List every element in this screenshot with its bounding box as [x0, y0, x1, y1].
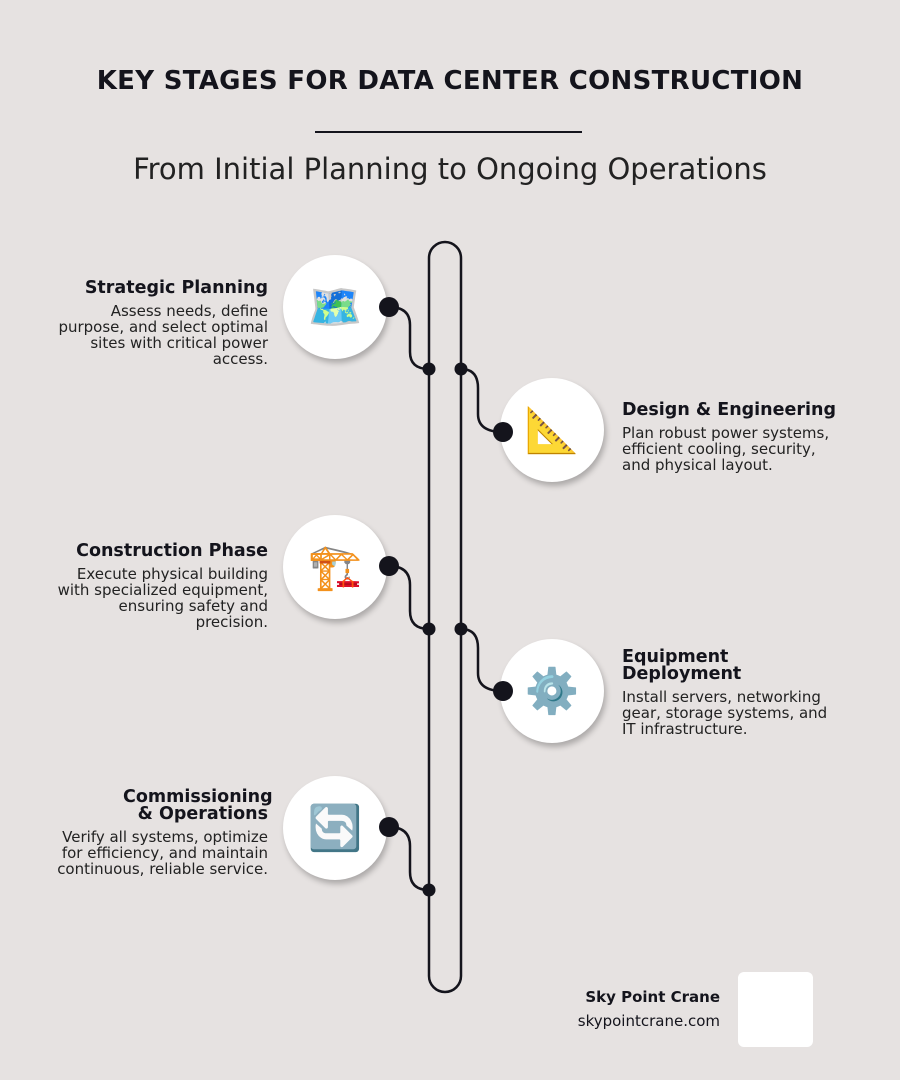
brand-url[interactable]: skypointcrane.com: [577, 1012, 720, 1030]
stage-2-icon-circle: 📐: [500, 378, 604, 482]
stage-4-icon-circle: ⚙️: [500, 639, 604, 743]
stage-design-engineering: Design & Engineering Plan robust power s…: [622, 400, 842, 474]
stage-description: Assess needs, define purpose, and select…: [58, 302, 268, 368]
stage-description: Execute physical building with specializ…: [57, 565, 268, 631]
brand-logo: [738, 972, 813, 1047]
junction-dot: [422, 362, 436, 376]
page-title: KEY STAGES FOR DATA CENTER CONSTRUCTION: [96, 66, 804, 96]
timeline-loop: [427, 240, 463, 994]
stage-title: Construction Phase: [76, 541, 268, 561]
stage-3-icon-circle: 🏗️: [283, 515, 387, 619]
stage-title: Equipment Deployment: [622, 647, 742, 684]
connector-5: [388, 825, 430, 892]
title-divider: [315, 131, 582, 133]
stage-title: Commissioning & Operations: [123, 787, 273, 824]
stage-title: Strategic Planning: [84, 278, 268, 298]
stage-1-dot: [379, 297, 399, 317]
refresh-icon: 🔄: [307, 803, 363, 854]
world-map-icon: 🗺️: [307, 282, 363, 333]
brand-name: Sky Point Crane: [585, 988, 720, 1006]
junction-dot: [454, 362, 468, 376]
stage-construction-phase: Construction Phase Execute physical buil…: [48, 541, 268, 631]
stage-title: Design & Engineering: [622, 400, 836, 420]
triangular-ruler-icon: 📐: [524, 405, 580, 456]
connector-3: [388, 564, 430, 631]
stage-2-dot: [493, 422, 513, 442]
stage-1-icon-circle: 🗺️: [283, 255, 387, 359]
stage-description: Plan robust power systems, efficient coo…: [622, 424, 830, 474]
connector-1: [388, 305, 430, 371]
stage-description: Verify all systems, optimize for efficie…: [57, 828, 268, 878]
crane-icon: 🏗️: [307, 542, 363, 593]
stage-equipment-deployment: Equipment Deployment Install servers, ne…: [622, 647, 837, 738]
junction-dot: [454, 622, 468, 636]
stage-commissioning-operations: Commissioning & Operations Verify all sy…: [43, 787, 273, 878]
stage-4-dot: [493, 681, 513, 701]
connector-2: [460, 367, 504, 434]
stage-3-dot: [379, 556, 399, 576]
stage-5-icon-circle: 🔄: [283, 776, 387, 880]
stage-5-dot: [379, 817, 399, 837]
page-subtitle: From Initial Planning to Ongoing Operati…: [133, 152, 767, 186]
junction-dot: [422, 883, 436, 897]
junction-dot: [422, 622, 436, 636]
gear-icon: ⚙️: [524, 666, 580, 717]
stage-strategic-planning: Strategic Planning Assess needs, define …: [48, 278, 268, 368]
stage-description: Install servers, networking gear, storag…: [622, 688, 828, 738]
connector-4: [460, 627, 504, 693]
